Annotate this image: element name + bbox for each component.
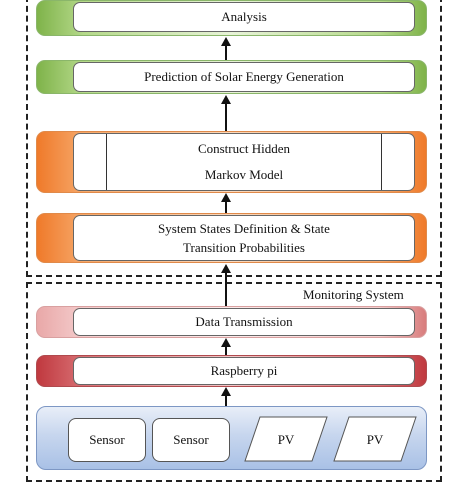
prediction-layer: Prediction of Solar Energy Generation [36,60,427,94]
arrow-hmm-to-prediction [221,95,231,131]
arrow-prediction-to-analysis [221,37,231,61]
prediction-label: Prediction of Solar Energy Generation [144,69,344,84]
hmm-label-line2: Markov Model [204,167,284,182]
sensor-box-2: Sensor [152,418,230,462]
hmm-right-divider [381,134,382,190]
states-box: System States Definition & State Transit… [73,215,415,261]
transmission-label: Data Transmission [195,314,293,329]
hmm-left-divider [106,134,107,190]
monitoring-system-label: Monitoring System [300,287,407,303]
pv-label-1: PV [278,432,295,447]
sensor-label-2: Sensor [173,432,209,447]
hmm-layer: Construct Hidden Markov Model [36,131,427,193]
analysis-box: Analysis [73,2,415,32]
states-layer: System States Definition & State Transit… [36,213,427,263]
sensor-box-1: Sensor [68,418,146,462]
pv-label-2: PV [367,432,384,447]
states-label-line1: System States Definition & State [158,220,330,236]
sensor-label-1: Sensor [89,432,125,447]
pv-box-1: PV [244,416,328,462]
analysis-system-frame [26,0,442,277]
arrow-states-to-hmm [221,193,231,214]
sensor-layer: Sensor Sensor PV PV [36,406,427,470]
arrow-sensors-to-raspberry [221,387,231,407]
arrow-raspberry-to-transmission [221,338,231,356]
hmm-box: Construct Hidden Markov Model [73,133,415,191]
states-label-line2: Transition Probabilities [183,239,305,255]
raspberry-label: Raspberry pi [210,363,278,378]
analysis-label: Analysis [221,9,267,24]
analysis-layer: Analysis [36,0,427,36]
pv-box-2: PV [333,416,417,462]
transmission-box: Data Transmission [73,308,415,336]
arrow-transmission-to-states [221,264,231,306]
hmm-label-line1: Construct Hidden [197,141,291,156]
prediction-box: Prediction of Solar Energy Generation [73,62,415,92]
transmission-layer: Data Transmission [36,306,427,338]
raspberry-box: Raspberry pi [73,357,415,385]
raspberry-layer: Raspberry pi [36,355,427,387]
